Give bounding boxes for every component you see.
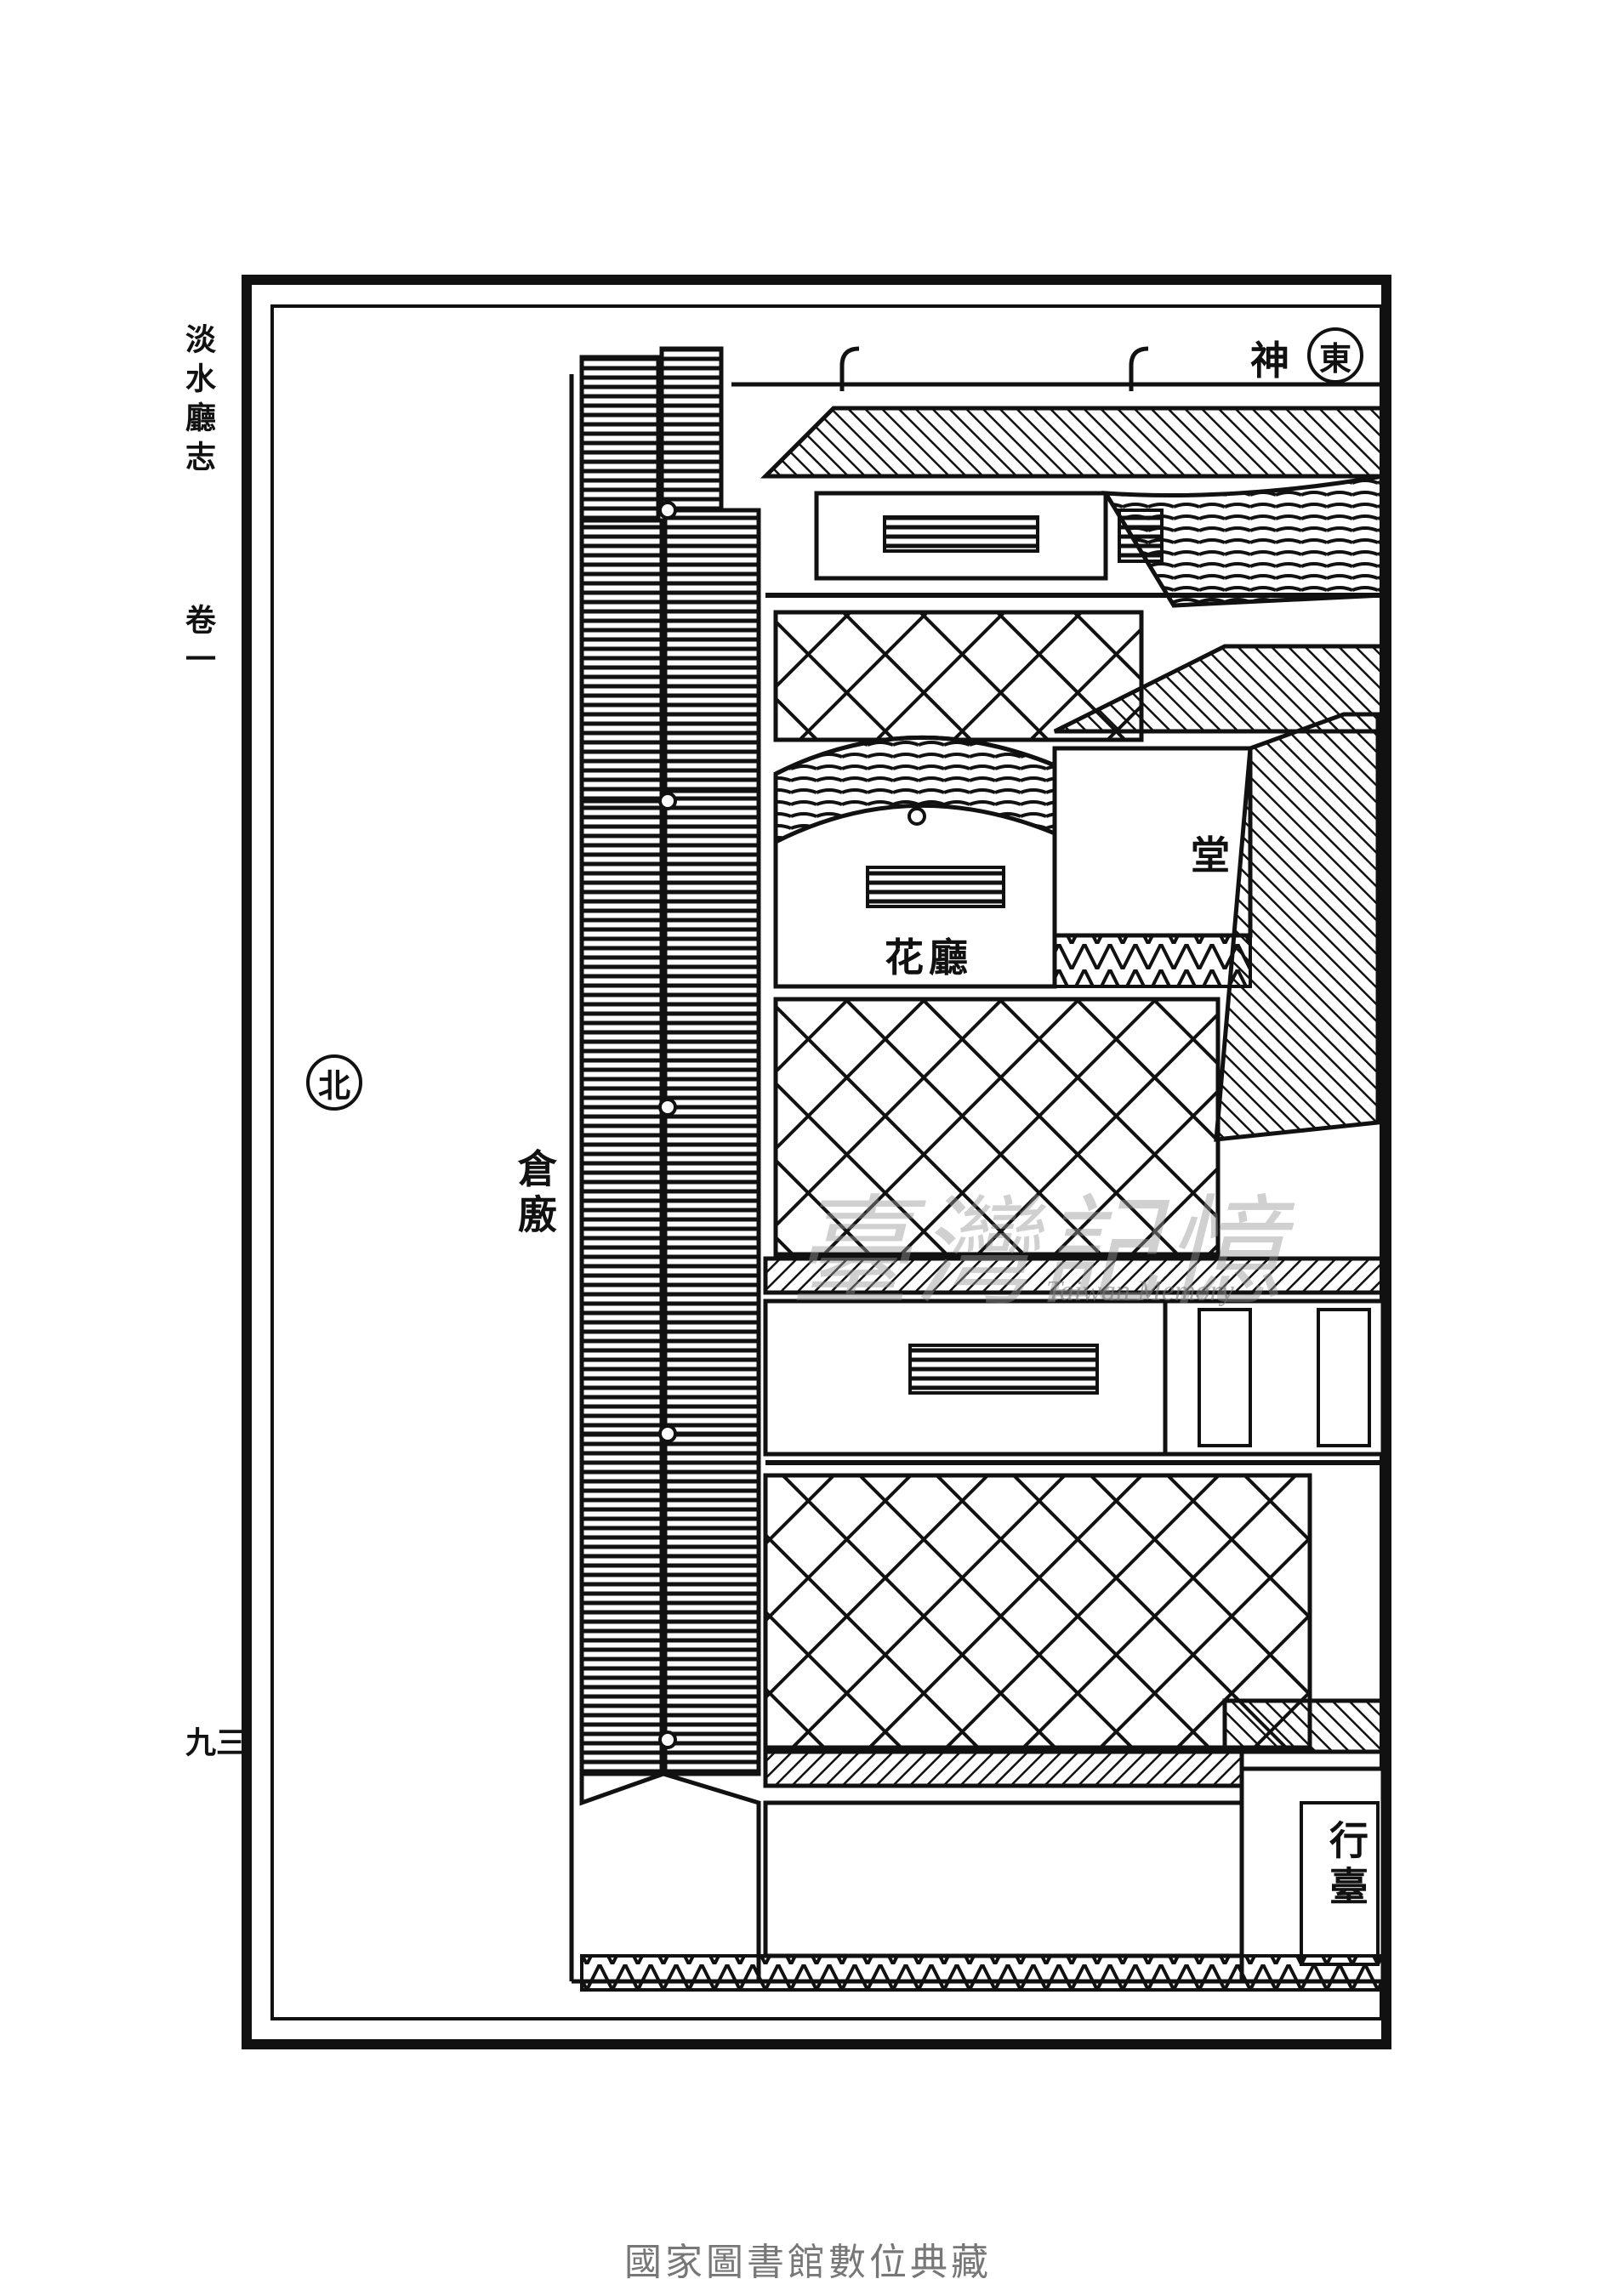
shrine-roof — [760, 346, 1386, 608]
courtyard-lattice-2 — [773, 997, 1221, 1257]
footer-caption: 國家圖書館數位典藏 — [624, 2241, 992, 2284]
label-granary: 倉廒 — [512, 1148, 558, 1240]
middle-building — [763, 1256, 1386, 1465]
granary-roofs — [579, 346, 761, 1981]
main-hall-building — [1052, 712, 1380, 1142]
label-pavilion: 行臺 — [1323, 1820, 1369, 1912]
bottom-buildings — [580, 1749, 1386, 1992]
inner-frame — [270, 304, 1383, 2020]
compass-north: 北 — [306, 1054, 362, 1111]
courtyard-lattice-3 — [763, 1473, 1312, 1750]
label-hall: 堂 — [1191, 833, 1235, 878]
volume-label: 卷一 — [180, 604, 216, 682]
book-title: 淡水廳志 — [180, 323, 216, 480]
side-roof-2 — [1222, 1698, 1386, 1754]
label-flower-hall: 花廳 — [885, 935, 973, 980]
flower-hall-building — [773, 735, 1057, 989]
compass-east: 東 — [1307, 327, 1363, 384]
label-shrine: 神 — [1250, 338, 1295, 384]
page-number: 三九 — [180, 1726, 247, 1765]
margin-column: 淡水廳志 卷一 三九 — [174, 323, 247, 1769]
outer-frame — [242, 275, 1391, 2049]
side-roof-1 — [1053, 644, 1386, 734]
